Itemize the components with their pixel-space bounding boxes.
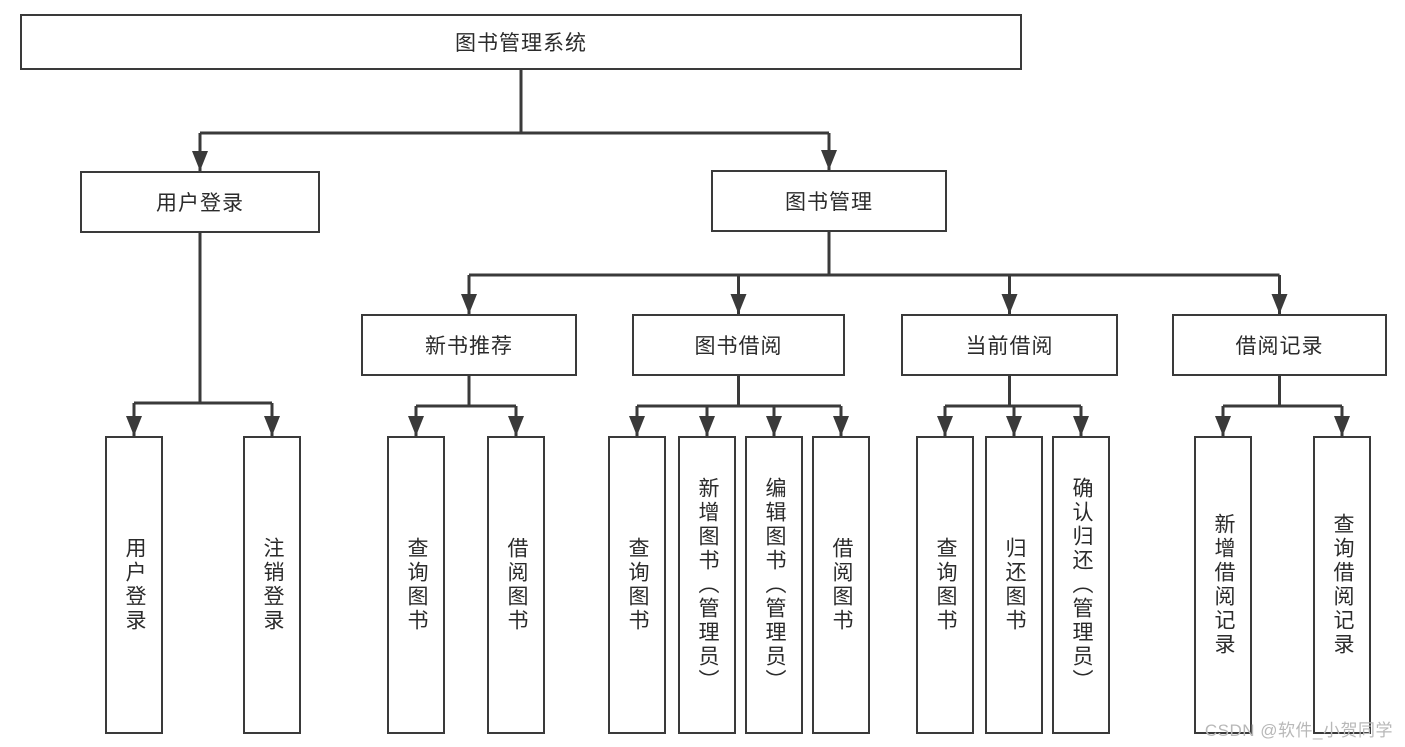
node-b-edit[interactable]: 编辑图书（管理员） [745,436,803,734]
arrowhead [730,294,747,314]
node-l-login[interactable]: 用户登录 [105,436,163,734]
arrowhead [508,416,524,436]
arrowhead [1001,294,1018,314]
node-borrow[interactable]: 图书借阅 [632,314,845,376]
arrowhead [937,416,953,436]
node-label: 确认归还（管理员） [1070,477,1094,693]
arrowhead [629,416,645,436]
node-label: 查询借阅记录 [1331,513,1355,657]
arrowhead [1215,416,1231,436]
node-label: 查询图书 [934,537,958,633]
node-b-lend[interactable]: 借阅图书 [812,436,870,734]
node-b-query[interactable]: 查询图书 [608,436,666,734]
arrowhead [833,416,849,436]
node-label: 用户登录 [156,192,244,215]
node-label: 图书管理系统 [455,32,587,55]
arrowhead [461,294,477,314]
node-n-borrow[interactable]: 借阅图书 [487,436,545,734]
node-label: 图书借阅 [694,335,783,358]
arrowhead [192,151,208,171]
arrowhead [1073,416,1089,436]
arrowhead [408,416,424,436]
node-label: 新增借阅记录 [1212,513,1236,657]
arrowhead [821,150,837,170]
node-b-add[interactable]: 新增图书（管理员） [678,436,736,734]
node-newbook[interactable]: 新书推荐 [361,314,577,376]
node-r-add[interactable]: 新增借阅记录 [1194,436,1252,734]
node-n-query[interactable]: 查询图书 [387,436,445,734]
node-label: 借阅记录 [1235,335,1324,358]
node-label: 归还图书 [1003,537,1027,633]
node-label: 编辑图书（管理员） [763,477,787,693]
node-label: 新书推荐 [425,335,513,358]
arrowhead [1334,416,1350,436]
node-label: 借阅图书 [505,537,529,633]
node-login[interactable]: 用户登录 [80,171,320,233]
node-l-logout[interactable]: 注销登录 [243,436,301,734]
node-current[interactable]: 当前借阅 [901,314,1118,376]
node-bookmgr[interactable]: 图书管理 [711,170,947,232]
node-c-return[interactable]: 归还图书 [985,436,1043,734]
node-root[interactable]: 图书管理系统 [20,14,1022,70]
node-label: 查询图书 [405,537,429,633]
arrowhead [1271,294,1288,314]
node-label: 用户登录 [123,537,147,633]
node-label: 新增图书（管理员） [696,477,720,693]
arrowhead [126,416,142,436]
arrowhead [766,416,782,436]
node-label: 图书管理 [785,191,873,214]
node-label: 借阅图书 [830,537,854,633]
node-c-confirm[interactable]: 确认归还（管理员） [1052,436,1110,734]
node-label: 当前借阅 [965,335,1054,358]
node-c-query[interactable]: 查询图书 [916,436,974,734]
arrowhead [699,416,715,436]
arrowhead [1006,416,1022,436]
node-label: 查询图书 [626,537,650,633]
node-records[interactable]: 借阅记录 [1172,314,1387,376]
node-label: 注销登录 [261,537,285,633]
node-r-query[interactable]: 查询借阅记录 [1313,436,1371,734]
arrowhead [264,416,280,436]
